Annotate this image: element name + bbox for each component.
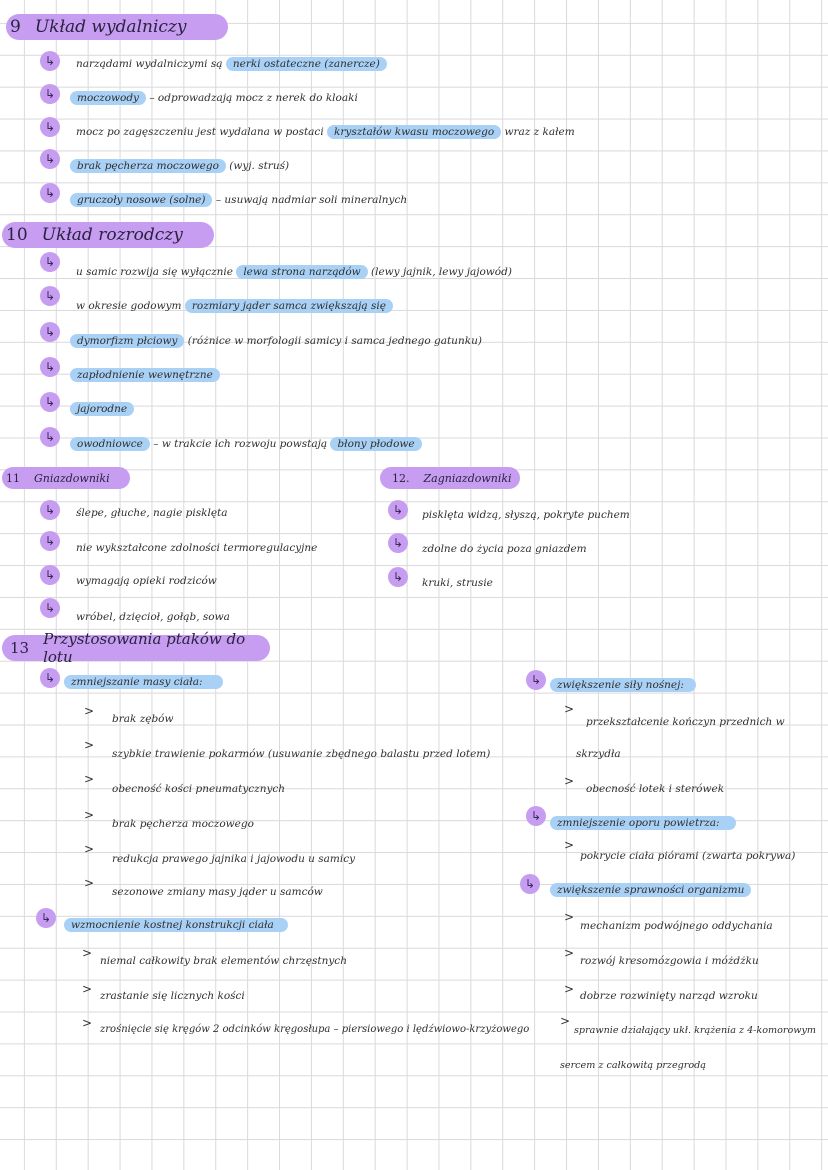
gt-icon: >	[84, 842, 95, 856]
s10-line-5: jajorodne	[70, 401, 135, 417]
section-9-number: 9	[10, 17, 21, 37]
gt-icon: >	[560, 1014, 571, 1028]
section-10-number: 10	[6, 225, 28, 245]
gt-icon: >	[564, 702, 575, 716]
s13-d-item-1: pokrycie ciała piórami (zwarta pokrywa)	[580, 850, 796, 862]
arrow-icon: ↳	[526, 670, 546, 690]
s13-e-item-4: sprawnie działający ukł. krążenia z 4-ko…	[574, 1025, 816, 1036]
section-12-header: 12. Zagniazdowniki	[380, 467, 520, 489]
s12-item-1: pisklęta widzą, słyszą, pokryte puchem	[422, 509, 630, 521]
s13-c-title: zwiększenie siły nośnej:	[550, 677, 696, 693]
section-13-header: 13 Przystosowania ptaków do lotu	[2, 630, 270, 666]
s13-a-title: zmniejszanie masy ciała:	[64, 674, 223, 690]
s10-line-2: w okresie godowym rozmiary jąder samca z…	[76, 298, 393, 314]
s11-item-3: wymagają opieki rodziców	[76, 575, 217, 587]
section-12-number: 12.	[392, 471, 410, 485]
gt-icon: >	[84, 704, 95, 718]
gt-icon: >	[564, 910, 575, 924]
section-9-title: Układ wydalniczy	[34, 17, 187, 37]
section-11-header: 11 Gniazdowniki	[2, 467, 130, 489]
s13-c-item-1-cont: skrzydła	[576, 748, 621, 760]
arrow-icon: ↳	[40, 252, 60, 272]
arrow-icon: ↳	[40, 286, 60, 306]
gt-icon: >	[84, 808, 95, 822]
arrow-icon: ↳	[40, 598, 60, 618]
s12-item-3: kruki, strusie	[422, 577, 493, 589]
arrow-icon: ↳	[40, 183, 60, 203]
s13-e-title: zwiększenie sprawności organizmu	[550, 882, 752, 898]
arrow-icon: ↳	[40, 117, 60, 137]
s10-line-1: u samic rozwija się wyłącznie lewa stron…	[76, 265, 512, 279]
s10-line-6: owodniowce – w trakcie ich rozwoju powst…	[70, 436, 422, 452]
arrow-icon: ↳	[40, 392, 60, 412]
s13-c-item-1: przekształcenie kończyn przednich w	[586, 716, 785, 728]
section-12-title: Zagniazdowniki	[423, 471, 512, 485]
s9-line-5: gruczoły nosowe (solne) – usuwają nadmia…	[70, 192, 407, 208]
s9-line-3: mocz po zagęszczeniu jest wydalana w pos…	[76, 125, 575, 139]
arrow-icon: ↳	[40, 84, 60, 104]
arrow-icon: ↳	[40, 149, 60, 169]
gt-icon: >	[564, 946, 575, 960]
gt-icon: >	[84, 738, 95, 752]
s10-line-4: zapłodnienie wewnętrzne	[70, 367, 220, 383]
gt-icon: >	[82, 982, 93, 996]
arrow-icon: ↳	[388, 567, 408, 587]
s10-line-3: dymorfizm płciowy (różnice w morfologii …	[70, 333, 482, 349]
gt-icon: >	[564, 838, 575, 852]
arrow-icon: ↳	[388, 533, 408, 553]
section-10-title: Układ rozrodczy	[41, 225, 183, 245]
arrow-icon: ↳	[388, 500, 408, 520]
arrow-icon: ↳	[40, 51, 60, 71]
s13-a-item-2: szybkie trawienie pokarmów (usuwanie zbę…	[112, 748, 491, 760]
s13-e-item-3: dobrze rozwinięty narząd wzroku	[580, 990, 758, 1002]
section-9-header: 9 Układ wydalniczy	[6, 14, 228, 40]
gt-icon: >	[84, 772, 95, 786]
section-13-number: 13	[10, 639, 30, 657]
s11-item-4: wróbel, dzięcioł, gołąb, sowa	[76, 611, 230, 623]
gt-icon: >	[82, 1016, 93, 1030]
s13-b-item-2: zrastanie się licznych kości	[100, 990, 245, 1002]
arrow-icon: ↳	[40, 322, 60, 342]
s13-b-title: wzmocnienie kostnej konstrukcji ciała	[64, 917, 288, 933]
s13-a-item-5: redukcja prawego jajnika i jajowodu u sa…	[112, 853, 356, 865]
s11-item-1: ślepe, głuche, nagie pisklęta	[76, 507, 228, 519]
arrow-icon: ↳	[36, 908, 56, 928]
s9-line-2: moczowody – odprowadzają mocz z nerek do…	[70, 90, 358, 106]
arrow-icon: ↳	[40, 668, 60, 688]
s12-item-2: zdolne do życia poza gniazdem	[422, 543, 587, 555]
s13-d-title: zmniejszenie oporu powietrza:	[550, 815, 736, 831]
arrow-icon: ↳	[520, 874, 540, 894]
s13-b-item-3: zrośnięcie się kręgów 2 odcinków kręgosł…	[100, 1024, 530, 1035]
arrow-icon: ↳	[526, 806, 546, 826]
s13-a-item-6: sezonowe zmiany masy jąder u samców	[112, 886, 323, 898]
s13-a-item-1: brak zębów	[112, 713, 174, 725]
s13-e-item-2: rozwój kresomózgowia i móżdżku	[580, 955, 759, 967]
s13-e-item-4-cont: sercem z całkowitą przegrodą	[560, 1060, 707, 1071]
s13-a-item-4: brak pęcherza moczowego	[112, 818, 254, 830]
arrow-icon: ↳	[40, 531, 60, 551]
gt-icon: >	[82, 946, 93, 960]
section-11-title: Gniazdowniki	[34, 471, 110, 485]
s13-a-item-3: obecność kości pneumatycznych	[112, 783, 286, 795]
gt-icon: >	[84, 876, 95, 890]
arrow-icon: ↳	[40, 357, 60, 377]
s13-e-item-1: mechanizm podwójnego oddychania	[580, 920, 773, 932]
s11-item-2: nie wykształcone zdolności termoregulacy…	[76, 542, 318, 554]
section-13-title: Przystosowania ptaków do lotu	[43, 630, 246, 666]
section-10-header: 10 Układ rozrodczy	[2, 222, 214, 248]
arrow-icon: ↳	[40, 427, 60, 447]
s13-c-item-2: obecność lotek i sterówek	[586, 783, 725, 795]
arrow-icon: ↳	[40, 500, 60, 520]
section-11-number: 11	[6, 471, 20, 485]
s13-b-item-1: niemal całkowity brak elementów chrzęstn…	[100, 955, 347, 967]
s9-line-4: brak pęcherza moczowego (wyj. struś)	[70, 158, 289, 174]
s9-line-1: narządami wydalniczymi są nerki ostatecz…	[76, 56, 387, 72]
gt-icon: >	[564, 982, 575, 996]
gt-icon: >	[564, 774, 575, 788]
arrow-icon: ↳	[40, 565, 60, 585]
